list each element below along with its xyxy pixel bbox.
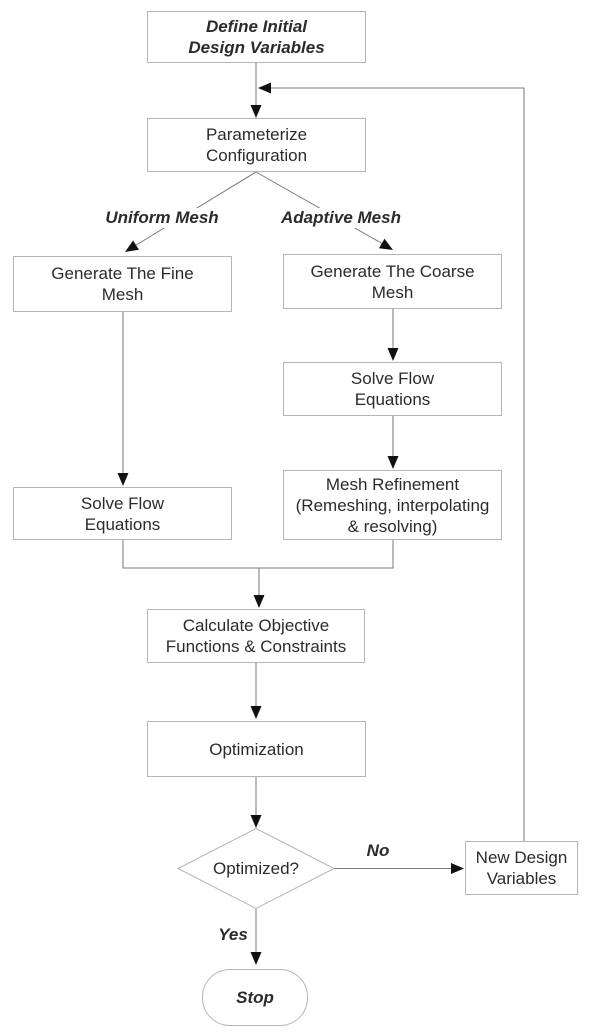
arrowhead-into-new-design: [451, 863, 464, 874]
edge-feedback-loop: [263, 87, 525, 841]
arrowhead-feedback-junction: [258, 82, 271, 94]
node-text-line: Calculate Objective: [182, 616, 330, 635]
node-text-line: Define Initial: [205, 17, 308, 36]
arrowhead-into-solve-adaptive: [387, 348, 399, 361]
node-text-line: Mesh: [371, 282, 414, 302]
node-text-line: Variables: [486, 869, 557, 888]
node-new-design-variables: New Design Variables: [465, 841, 578, 895]
node-text-line: & resolving): [347, 516, 438, 536]
node-parameterize-configuration: Parameterize Configuration: [147, 118, 366, 172]
decision-diamond-shape: [176, 827, 336, 910]
node-text-line: Mesh: [101, 285, 144, 304]
node-generate-coarse-mesh: Generate The Coarse Mesh: [283, 254, 502, 309]
node-text-line: Equations: [354, 390, 431, 409]
node-text-line: Design Variables: [188, 38, 325, 57]
node-mesh-refinement: Mesh Refinement (Remeshing, interpolatin…: [283, 470, 502, 540]
node-text-line: Configuration: [205, 146, 308, 165]
node-text-line: Generate The Coarse: [310, 261, 475, 281]
node-solve-flow-equations-uniform: Solve Flow Equations: [13, 487, 232, 540]
arrowhead-into-parameterize: [250, 105, 262, 118]
edge-label-adaptive-mesh: Adaptive Mesh: [277, 208, 405, 228]
node-text-line: Generate The Fine: [51, 264, 194, 283]
arrowhead-into-fine-mesh: [125, 240, 139, 252]
node-generate-fine-mesh: Generate The Fine Mesh: [13, 256, 232, 312]
arrowhead-into-coarse-mesh: [378, 238, 393, 250]
arrowhead-into-refinement: [387, 456, 399, 469]
arrowhead-into-stop: [250, 952, 262, 965]
node-stop-terminator: Stop: [202, 969, 308, 1026]
node-text-line: Solve Flow: [80, 493, 165, 513]
node-text-line: Mesh Refinement: [325, 474, 460, 494]
node-text-line: Parameterize: [205, 125, 308, 144]
arrowhead-into-calculate: [253, 595, 265, 608]
edge-label-no: No: [362, 841, 394, 861]
node-define-initial-design-variables: Define Initial Design Variables: [147, 11, 366, 63]
edge-merge-connector: [122, 540, 394, 569]
node-text-line: Solve Flow: [350, 369, 435, 388]
node-text-line: Stop: [236, 988, 274, 1007]
node-optimized-decision: Optimized?: [178, 828, 334, 909]
node-text-line: (Remeshing, interpolating: [295, 495, 490, 515]
edge-label-yes: Yes: [214, 925, 252, 945]
node-calculate-objective-functions: Calculate Objective Functions & Constrai…: [147, 609, 365, 663]
node-solve-flow-equations-adaptive: Solve Flow Equations: [283, 362, 502, 416]
arrowhead-into-optimization: [250, 706, 262, 719]
node-optimization: Optimization: [147, 721, 366, 777]
node-text-line: Equations: [84, 514, 161, 534]
node-text-line: New Design: [475, 848, 568, 867]
edge-label-uniform-mesh: Uniform Mesh: [101, 208, 223, 228]
arrowhead-into-decision: [250, 815, 262, 828]
node-text-line: Functions & Constraints: [165, 637, 347, 656]
node-text-line: Optimization: [209, 739, 304, 759]
arrowhead-into-solve-uniform: [117, 473, 129, 486]
node-text-line: Optimized?: [213, 858, 299, 878]
